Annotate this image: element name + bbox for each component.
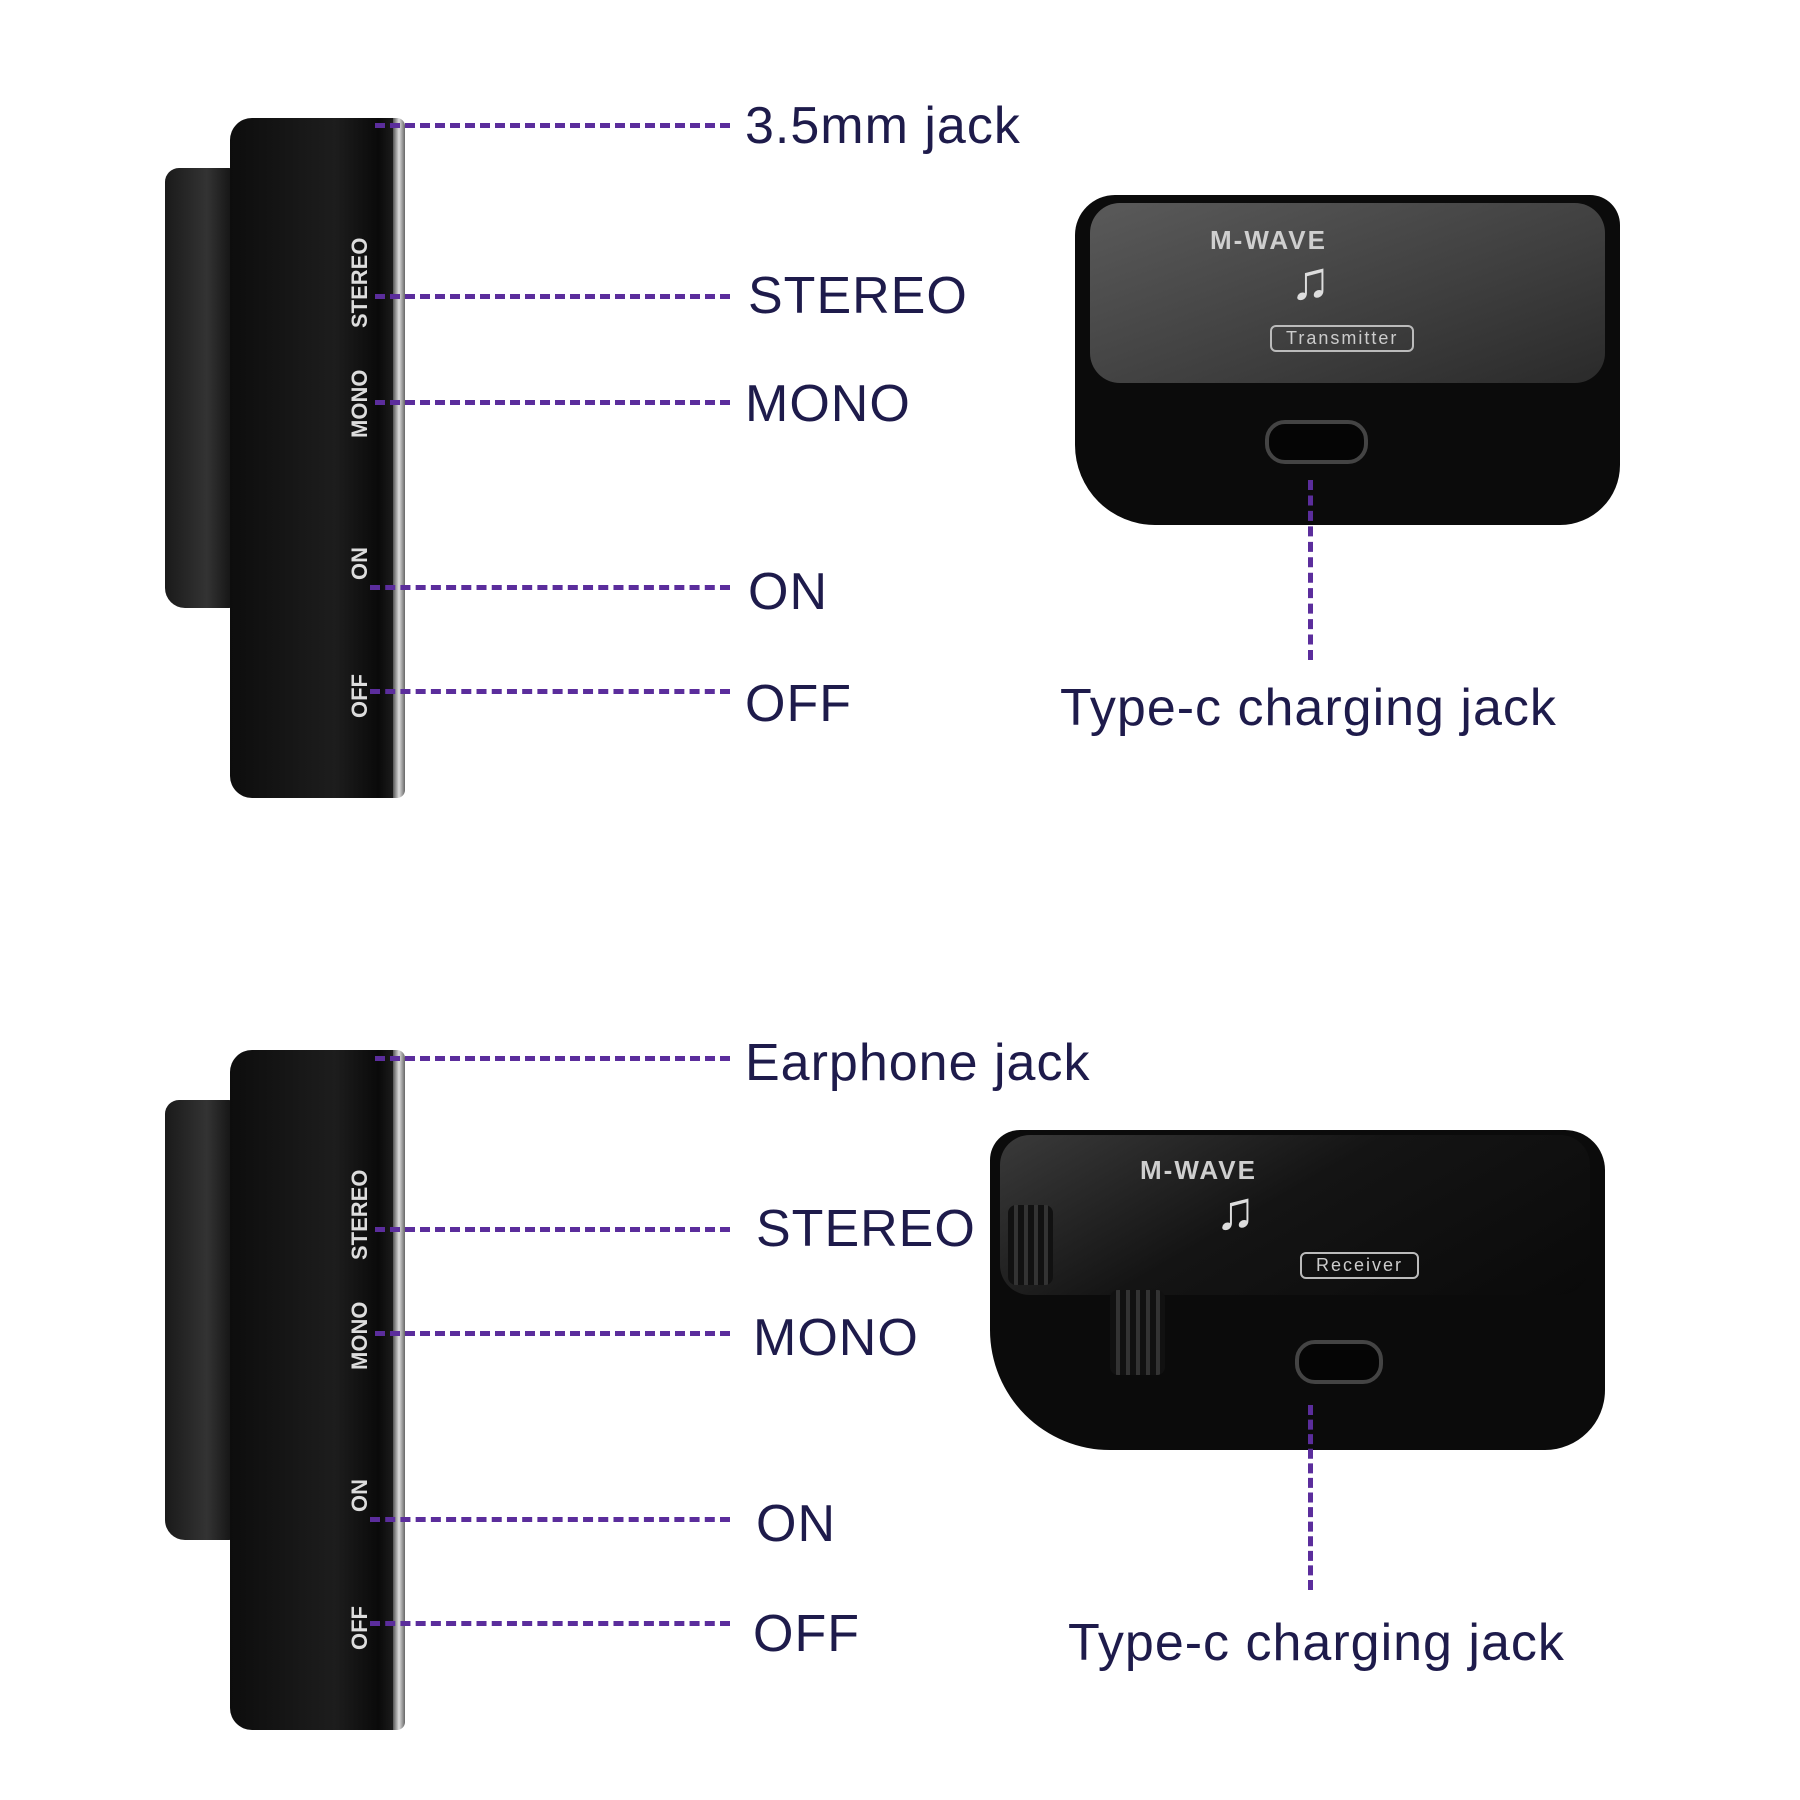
leader-line-on bbox=[370, 585, 730, 590]
device-tag: Receiver bbox=[1300, 1252, 1420, 1279]
usb-c-port bbox=[1265, 420, 1368, 464]
brand-logo: M-WAVE bbox=[1210, 225, 1327, 255]
leader-line-charging bbox=[1308, 480, 1313, 660]
callout-mono: MONO bbox=[753, 1309, 919, 1367]
belt-clip bbox=[165, 1100, 235, 1540]
leader-line-off bbox=[370, 1621, 730, 1626]
leader-line-stereo bbox=[375, 1227, 730, 1232]
callout-3-5mm-jack: 3.5mm jack bbox=[745, 97, 1021, 155]
music-note-icon: ♫ bbox=[1215, 1181, 1256, 1241]
device-body bbox=[230, 118, 405, 798]
callout-earphone-jack: Earphone jack bbox=[745, 1034, 1091, 1092]
leader-line-jack bbox=[375, 123, 730, 128]
side-text-mono: MONO bbox=[347, 369, 372, 438]
transmitter-box: M-WAVE ♫ Transmitter bbox=[1075, 195, 1620, 525]
side-text-stereo: STEREO bbox=[347, 237, 372, 328]
receiver-box: M-WAVE ♫ Receiver bbox=[990, 1130, 1605, 1450]
leader-line-stereo bbox=[375, 294, 730, 299]
callout-type-c-charging-jack: Type-c charging jack bbox=[1060, 679, 1557, 737]
leader-line-on bbox=[370, 1517, 730, 1522]
leader-line-jack bbox=[375, 1056, 730, 1061]
device-body bbox=[230, 1050, 405, 1730]
brand-logo: M-WAVE bbox=[1140, 1155, 1257, 1185]
callout-off: OFF bbox=[753, 1605, 860, 1663]
mode-switch bbox=[1008, 1205, 1053, 1285]
callout-on: ON bbox=[756, 1495, 836, 1553]
side-text-mono: MONO bbox=[347, 1301, 372, 1370]
transmitter-side-view: STEREO MONO ON OFF bbox=[165, 118, 425, 798]
leader-line-charging bbox=[1308, 1405, 1313, 1590]
callout-stereo: STEREO bbox=[756, 1200, 976, 1258]
side-text-on: ON bbox=[347, 547, 372, 580]
leader-line-mono bbox=[375, 400, 730, 405]
power-switch bbox=[1110, 1290, 1165, 1375]
leader-line-off bbox=[370, 689, 730, 694]
callout-mono: MONO bbox=[745, 375, 911, 433]
callout-on: ON bbox=[748, 563, 828, 621]
usb-c-port bbox=[1295, 1340, 1383, 1384]
receiver-side-view: STEREO MONO ON OFF bbox=[165, 1050, 425, 1730]
callout-type-c-charging-jack: Type-c charging jack bbox=[1068, 1614, 1565, 1672]
callout-off: OFF bbox=[745, 675, 852, 733]
leader-line-mono bbox=[375, 1331, 730, 1336]
side-text-on: ON bbox=[347, 1479, 372, 1512]
music-note-icon: ♫ bbox=[1290, 251, 1331, 311]
side-text-off: OFF bbox=[347, 674, 372, 718]
side-text-off: OFF bbox=[347, 1606, 372, 1650]
side-text-stereo: STEREO bbox=[347, 1169, 372, 1260]
belt-clip bbox=[165, 168, 235, 608]
callout-stereo: STEREO bbox=[748, 267, 968, 325]
device-tag: Transmitter bbox=[1270, 325, 1415, 352]
